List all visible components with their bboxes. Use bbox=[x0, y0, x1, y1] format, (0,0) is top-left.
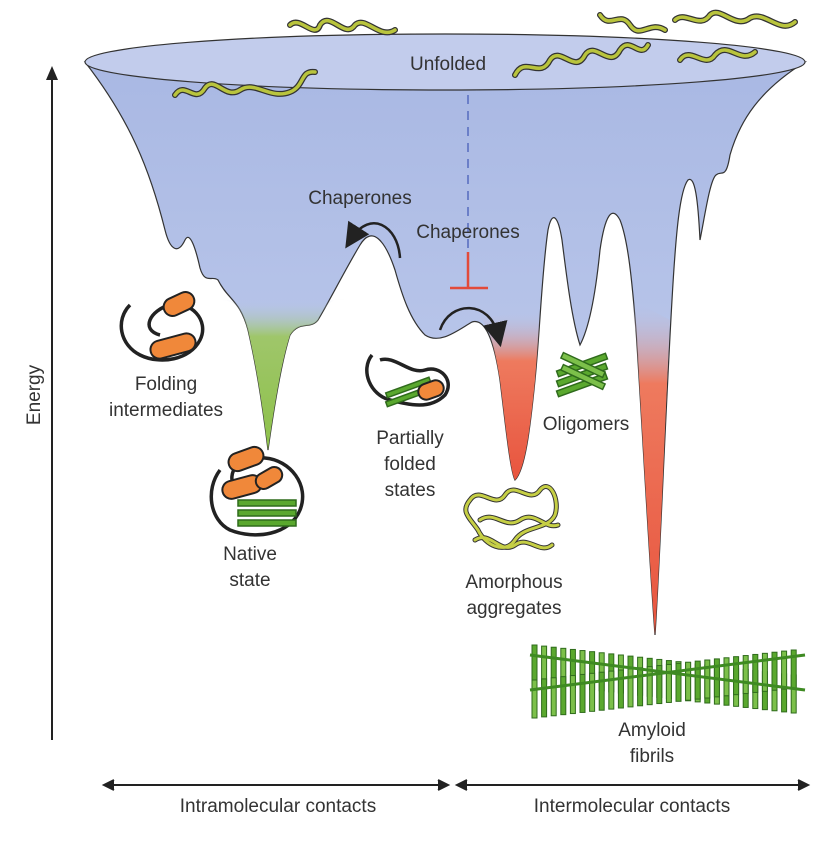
native-state-protein bbox=[209, 445, 305, 537]
fibril-strand bbox=[781, 650, 788, 690]
folding-intermediate-protein bbox=[119, 291, 205, 362]
oligomers-label: Oligomers bbox=[543, 414, 630, 435]
fibril-strand bbox=[579, 673, 586, 713]
amorphous-aggregate-icon bbox=[463, 484, 561, 551]
unfolded-label: Unfolded bbox=[410, 54, 486, 75]
fibril-strand bbox=[761, 652, 768, 692]
native-state-label-line2: state bbox=[229, 570, 270, 591]
intermolecular-arrow bbox=[454, 779, 811, 791]
beta-sheet-icon bbox=[237, 499, 297, 527]
helix-cylinder-icon bbox=[221, 445, 284, 500]
fibril-strand bbox=[694, 660, 701, 700]
fibril-strand bbox=[656, 665, 663, 705]
helix-cylinder-icon bbox=[149, 291, 197, 360]
chaperones-right-label: Chaperones bbox=[416, 222, 520, 243]
curved-arrow-icon bbox=[345, 220, 402, 259]
fibril-strand bbox=[598, 671, 605, 711]
fibril-strand bbox=[531, 644, 538, 684]
fibril-strand bbox=[617, 669, 624, 709]
partially-folded-label-line3: states bbox=[385, 480, 436, 501]
fibril-strand bbox=[637, 667, 644, 707]
folding-intermediates-label-line1: Folding bbox=[135, 374, 197, 395]
amyloid-fibrils-label-line1: Amyloid bbox=[618, 720, 686, 741]
native-state-label-line1: Native bbox=[223, 544, 277, 565]
amyloid-fibrils-label-line2: fibrils bbox=[630, 746, 674, 767]
fibril-strand bbox=[752, 653, 759, 693]
partially-folded-protein bbox=[365, 353, 450, 408]
intramolecular-arrow bbox=[101, 779, 451, 791]
fibril-strand bbox=[675, 662, 682, 702]
fibril-strand bbox=[608, 670, 615, 710]
energy-funnel bbox=[83, 33, 808, 636]
curved-arrow-icon bbox=[438, 306, 508, 348]
fibril-strand bbox=[550, 677, 557, 717]
fibril-strand bbox=[685, 661, 692, 701]
fibril-strand bbox=[589, 672, 596, 712]
oligomer-icon bbox=[555, 351, 609, 398]
intramolecular-contacts-label: Intramolecular contacts bbox=[180, 796, 376, 817]
partially-folded-label-line1: Partially bbox=[376, 428, 444, 449]
fibril-strand bbox=[541, 678, 548, 718]
inhibition-bar-icon bbox=[450, 252, 488, 290]
fibril-strand bbox=[665, 663, 672, 703]
fibril-strand bbox=[569, 675, 576, 715]
amorphous-aggregates-label-line1: Amorphous bbox=[465, 572, 562, 593]
amyloid-fibril-icon bbox=[529, 644, 806, 719]
amorphous-aggregates-label-line2: aggregates bbox=[466, 598, 561, 619]
fibril-strand bbox=[531, 679, 538, 719]
energy-axis bbox=[46, 66, 58, 740]
partially-folded-label-line2: folded bbox=[384, 454, 436, 475]
fibril-strand bbox=[742, 655, 749, 695]
folding-intermediates-label-line2: intermediates bbox=[109, 400, 223, 421]
intermolecular-contacts-label: Intermolecular contacts bbox=[534, 796, 730, 817]
unfolded-chain-icon bbox=[173, 11, 797, 97]
fibril-spine bbox=[529, 653, 806, 692]
helix-cylinder-icon bbox=[417, 379, 445, 401]
chaperones-left-label: Chaperones bbox=[308, 188, 412, 209]
fibril-strand bbox=[560, 676, 567, 716]
energy-axis-label: Energy bbox=[24, 364, 45, 425]
fibril-strand bbox=[627, 668, 634, 708]
fibril-strand bbox=[723, 657, 730, 697]
fibril-strand bbox=[733, 656, 740, 696]
fibril-strand bbox=[771, 651, 778, 691]
fibril-strand bbox=[646, 666, 653, 706]
